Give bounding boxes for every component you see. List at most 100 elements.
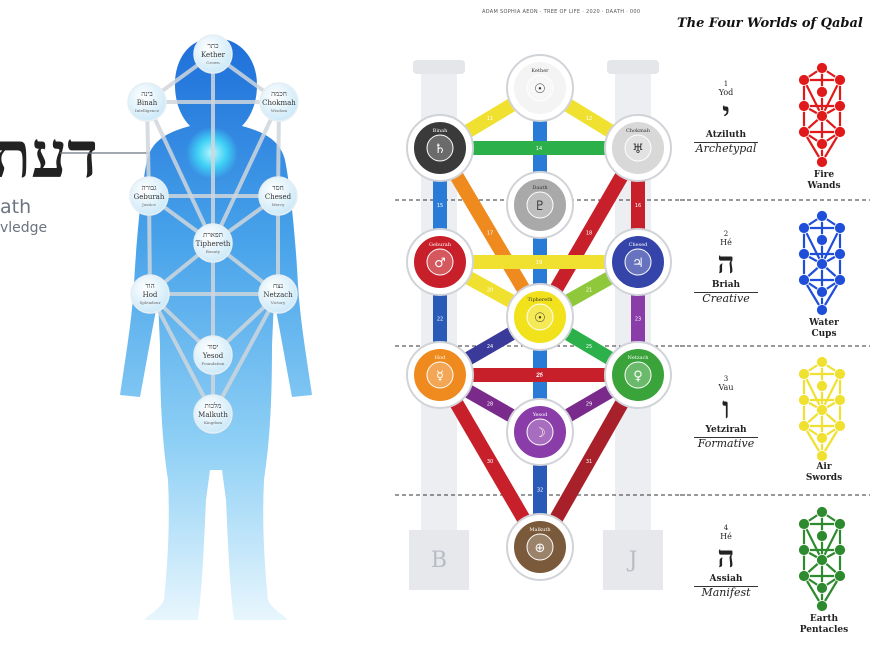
sephirah-subtitle: Justice xyxy=(141,202,156,207)
world-name: Yetzirah xyxy=(705,425,747,435)
sephirah-name: Netzach xyxy=(628,355,650,361)
sephirah-subtitle: Kingdom xyxy=(204,420,222,425)
sephirah-name: Malkuth xyxy=(529,527,551,533)
path-number-label: 29 xyxy=(586,402,592,408)
sephirah-hebrew: תפארת xyxy=(203,231,223,239)
left-path-netzach-malkuth xyxy=(211,293,280,415)
path-number-label: 26 xyxy=(537,373,543,379)
path-number-label: 12 xyxy=(586,116,592,122)
sephirah-hebrew: גבורה xyxy=(142,184,158,192)
world-number: 1 xyxy=(723,80,729,88)
world-type: Archetypal xyxy=(694,142,758,155)
sephirah-name: Tiphereth xyxy=(528,297,554,303)
world-type: Formative xyxy=(694,437,758,450)
sephirah-name: Chesed xyxy=(265,193,292,201)
path-number-label: 25 xyxy=(586,344,592,350)
sephirah-name: Kether xyxy=(201,51,226,59)
mini-tree-briah xyxy=(798,210,846,316)
sephirah-name: Binah xyxy=(433,128,448,134)
planet-glyph: ♀ xyxy=(633,369,643,384)
sephirah-subtitle: Victory xyxy=(270,300,286,305)
element-name: Air xyxy=(816,462,832,472)
path-number-label: 32 xyxy=(537,488,543,494)
element-name: Fire xyxy=(813,170,835,180)
path-number-label: 27 xyxy=(536,373,542,379)
left-path-chokmah-tiphereth xyxy=(211,101,281,244)
world-hebrew-glyph: י xyxy=(722,96,730,131)
path-number-label: 11 xyxy=(487,116,493,122)
four-worlds-title: The Four Worlds of Qabal xyxy=(677,16,863,31)
left-path-hod-malkuth xyxy=(148,293,215,415)
world-type: Manifest xyxy=(694,586,758,599)
element-name: Earth xyxy=(809,614,839,624)
world-name: Atziluth xyxy=(705,130,747,140)
right-dividers xyxy=(680,199,870,496)
sephirah-subtitle: Splendour xyxy=(140,300,161,305)
sephirah-name: Hod xyxy=(143,291,158,299)
world-yetzirah: 3 Vau ו Yetzirah Formative xyxy=(684,375,768,450)
sephirah-subtitle: Crown xyxy=(206,60,220,65)
center-sephirah-malkuth: ⊕Malkuth xyxy=(506,513,574,581)
world-hebrew-glyph: ו xyxy=(722,391,730,426)
mini-trees-column xyxy=(798,62,846,612)
world-letter-name: Hé xyxy=(720,532,732,541)
world-number: 3 xyxy=(723,375,729,383)
sephirah-name: Netzach xyxy=(263,291,293,299)
center-sephirah-daath: ♇ Daath xyxy=(506,171,574,239)
path-number-label: 17 xyxy=(487,231,493,237)
path-number-label: 31 xyxy=(586,459,592,465)
world-letter-name: Yod xyxy=(718,88,734,97)
daath-hebrew-title: דעת xyxy=(0,118,99,193)
tree-header-strip: ADAM SOPHIA AEON · TREE OF LIFE · 2020 ·… xyxy=(482,9,641,15)
pillar-boaz-label: B xyxy=(431,548,447,573)
planet-glyph: ♄ xyxy=(434,142,446,157)
world-letter-name: Vau xyxy=(718,383,734,392)
sephirah-name: Chokmah xyxy=(262,99,296,107)
sephirah-name: Chokmah xyxy=(626,128,651,134)
center-sephirah-geburah: ♂Geburah xyxy=(406,228,474,296)
center-sephirah-kether: ☉Kether xyxy=(506,54,574,122)
sephirah-hebrew: יסוד xyxy=(208,343,219,351)
center-sephirah-binah: ♄ Binah xyxy=(406,114,474,182)
planet-glyph: ☉ xyxy=(534,82,546,97)
path-number-label: 20 xyxy=(487,288,493,294)
tarot-suit: Pentacles xyxy=(799,625,849,635)
sephirah-name: Hod xyxy=(435,355,446,361)
pillar-jachin-label: J xyxy=(627,548,638,573)
center-sephirah-hod: ☿Hod xyxy=(406,341,474,409)
path-number-label: 14 xyxy=(536,146,542,152)
sephirah-hebrew: נצח xyxy=(273,282,283,290)
path-number-label: 15 xyxy=(437,203,443,209)
center-sephirah-chesed: ♃Chesed xyxy=(604,228,672,296)
planet-glyph: ♅ xyxy=(632,142,644,157)
world-name: Assiah xyxy=(709,574,743,584)
sephirah-name: Daath xyxy=(532,185,548,191)
center-sephirah-netzach: ♀ Netzach xyxy=(604,341,672,409)
world-number: 4 xyxy=(723,524,729,532)
tarot-suit: Wands xyxy=(807,181,841,191)
sephirah-hebrew: בינה xyxy=(141,90,153,98)
sephirah-subtitle: Beauty xyxy=(206,249,221,254)
sephirah-name: Malkuth xyxy=(198,411,228,419)
path-number-label: 23 xyxy=(635,317,641,323)
path-number-label: 22 xyxy=(437,317,443,323)
sephirah-subtitle: Mercy xyxy=(272,202,286,207)
tarot-suit: Swords xyxy=(805,473,843,483)
mini-tree-atziluth xyxy=(798,62,846,168)
daath-subtitle-label: vledge xyxy=(0,220,48,236)
sephirah-name: Chesed xyxy=(629,242,649,248)
sephirah-name: Tiphereth xyxy=(196,240,231,248)
planet-glyph: ♇ xyxy=(534,199,546,214)
path-number-label: 18 xyxy=(586,231,592,237)
path-number-label: 24 xyxy=(487,344,493,350)
sephirah-subtitle: Intelligence xyxy=(135,108,160,113)
world-number: 2 xyxy=(723,230,729,238)
world-hebrew-glyph: ה xyxy=(717,540,735,575)
